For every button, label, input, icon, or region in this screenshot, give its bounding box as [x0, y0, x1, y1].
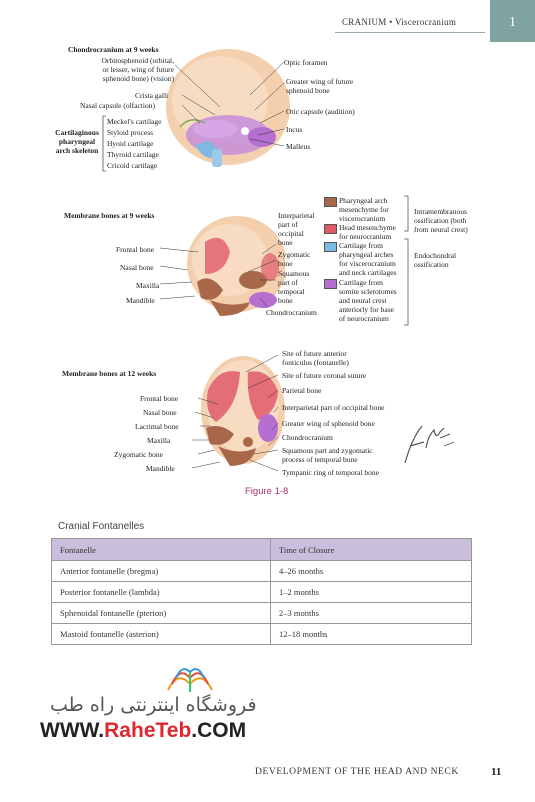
label-coronal-suture: Site of future coronal suture — [282, 371, 367, 380]
column-header: Fontanelle — [51, 538, 271, 561]
label-nasal-capsule: Nasal capsule (olfaction) — [80, 101, 155, 110]
label-crista-galli: Crista galli — [135, 91, 169, 100]
label-tympanic-ring: Tympanic ring of temporal bone — [282, 468, 379, 477]
footer-title: DEVELOPMENT OF THE HEAD AND NECK — [255, 767, 459, 777]
legend-swatch-pharyngeal-cartilage — [324, 242, 337, 252]
cartilage-items: Meckel's cartilage Styloid process Hyoid… — [107, 117, 162, 170]
table-cell: Posterior fontanelle (lambda) — [51, 581, 271, 603]
table-cell: 12–18 months — [270, 623, 472, 645]
label-chondrocranium-9wk: Chondrocranium — [266, 308, 317, 317]
mid-figure-title: Membrane bones at 9 weeks — [64, 211, 155, 220]
label-optic-foramen: Optic foramen — [284, 58, 328, 67]
watermark-url[interactable]: WWW.RaheTeb.COM — [40, 719, 247, 742]
top-left-labels: Orbitosphenoid (orbital, or lesser, wing… — [101, 56, 175, 83]
cartilaginous-group-label: Cartilaginous pharyngeal arch skeleton — [55, 128, 99, 155]
table-row: Posterior fontanelle (lambda) 1–2 months — [51, 581, 472, 603]
label-nasal-9wk: Nasal bone — [120, 263, 154, 272]
label-incus: Incus — [286, 125, 303, 134]
label-frontal-12wk: Frontal bone — [140, 394, 179, 403]
label-greater-wing: Greater wing of future sphenoid bone — [286, 77, 354, 95]
header-rule — [335, 32, 485, 33]
top-figure-title: Chondrocranium at 9 weeks — [68, 45, 159, 54]
running-header: CRANIUM • Viscerocranium — [342, 17, 457, 27]
membrane-9wk-illustration — [187, 216, 285, 316]
label-lacrimal-12wk: Lacrimal bone — [135, 422, 179, 431]
cartilage-brace — [102, 115, 106, 172]
label-zygomatic-9wk: Zygomatic bone — [278, 250, 311, 268]
legend-swatch-head-mesenchyme — [324, 224, 337, 234]
top-leader-lines — [174, 61, 285, 147]
label-otic-capsule: Otic capsule (audition) — [286, 107, 355, 116]
label-chondrocranium-12wk: Chondrocranium — [282, 433, 333, 442]
table-cell: Sphenoidal fontanelle (pterion) — [51, 602, 271, 624]
table-row: Sphenoidal fontanelle (pterion) 2–3 mont… — [51, 602, 472, 624]
legend-swatch-somite-cartilage — [324, 279, 337, 289]
column-header: Time of Closure — [270, 538, 472, 561]
table-cell: 4–26 months — [270, 560, 472, 582]
legend-braces — [404, 195, 409, 326]
table-cell: Anterior fontanelle (bregma) — [51, 560, 271, 582]
table-cell: 2–3 months — [270, 602, 472, 624]
table-header-row: Fontanelle Time of Closure — [51, 538, 472, 561]
label-squamous-9wk: Squamous part of temporal bone — [278, 269, 310, 305]
netter-signature — [404, 425, 455, 464]
label-zygomatic-12wk: Zygomatic bone — [114, 450, 163, 459]
table-cell: Mastoid fontanelle (asterion) — [51, 623, 271, 645]
figure-caption: Figure 1-8 — [245, 486, 289, 497]
membrane-12wk-illustration — [201, 356, 285, 466]
table-row: Anterior fontanelle (bregma) 4–26 months — [51, 560, 472, 582]
legend-swatch-pharyngeal — [324, 197, 337, 207]
table-row: Mastoid fontanelle (asterion) 12–18 mont… — [51, 623, 472, 645]
fontanelles-table: Fontanelle Time of Closure Anterior font… — [51, 538, 472, 645]
label-mandible-9wk: Mandible — [126, 296, 155, 305]
chapter-tab: 1 — [490, 0, 535, 42]
label-nasal-12wk: Nasal bone — [143, 408, 177, 417]
table-cell: 1–2 months — [270, 581, 472, 603]
bottom-leader-lines — [191, 354, 279, 472]
label-parietal: Parietal bone — [282, 386, 322, 395]
label-frontal-9wk: Frontal bone — [116, 245, 155, 254]
label-maxilla-12wk: Maxilla — [147, 436, 171, 445]
label-maxilla-9wk: Maxilla — [136, 281, 160, 290]
page-number: 11 — [491, 766, 502, 778]
label-malleus: Malleus — [286, 142, 311, 151]
watermark-persian-text: فروشگاه اینترنتی راه طب — [50, 694, 257, 716]
label-greater-wing-sphenoid: Greater wing of sphenoid bone — [282, 419, 375, 428]
mid-leader-lines — [159, 243, 277, 309]
chondrocranium-illustration — [166, 49, 290, 167]
book-logo-icon — [167, 668, 213, 692]
bottom-figure-title: Membrane bones at 12 weeks — [62, 369, 157, 378]
label-interparietal-12wk: Interparietal part of occipital bone — [282, 403, 385, 412]
table-title: Cranial Fontanelles — [58, 521, 145, 532]
label-mandible-12wk: Mandible — [146, 464, 175, 473]
label-interparietal-9wk: Interparietal part of occipital bone — [278, 211, 315, 247]
